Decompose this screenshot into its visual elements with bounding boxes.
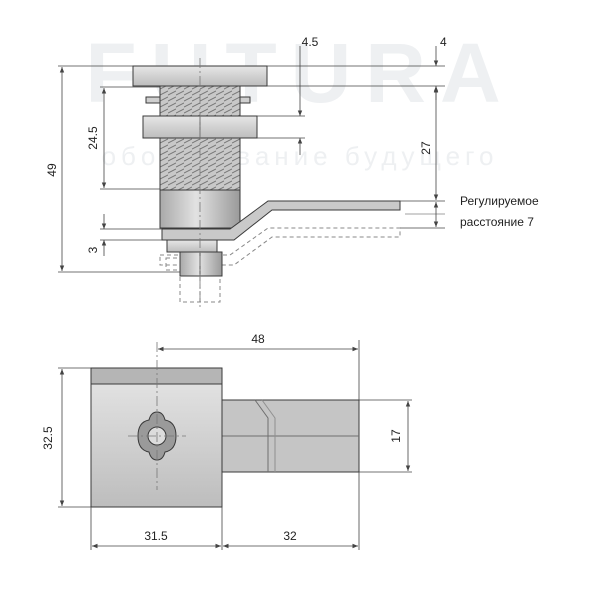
dim-nut-gap: 3 <box>86 246 100 253</box>
note-adjustable-line1: Регулируемое <box>460 194 539 208</box>
side-dimensions <box>58 46 445 273</box>
dim-head-step: 4.5 <box>302 35 319 49</box>
top-view: 48 32.5 17 31.5 32 <box>41 332 412 550</box>
dim-overall-length: 48 <box>251 332 265 346</box>
dim-thread-length: 24.5 <box>86 126 100 150</box>
dim-cam-width: 17 <box>389 429 403 443</box>
side-view: 49 24.5 3 4.5 4 27 Регулируемое расстоян… <box>45 35 539 310</box>
cam-nut <box>166 239 218 253</box>
top-dimensions <box>58 340 412 550</box>
dim-head-thickness: 4 <box>440 35 447 49</box>
note-adjustable-line2: расстояние 7 <box>460 215 534 229</box>
dim-body-width: 31.5 <box>144 529 168 543</box>
dim-cam-offset: 27 <box>419 141 433 155</box>
dim-cam-length: 32 <box>283 529 297 543</box>
lower-thread <box>159 137 241 191</box>
dim-body-height: 32.5 <box>41 426 55 450</box>
dim-total-height: 49 <box>45 163 59 177</box>
screw-end <box>179 251 223 277</box>
